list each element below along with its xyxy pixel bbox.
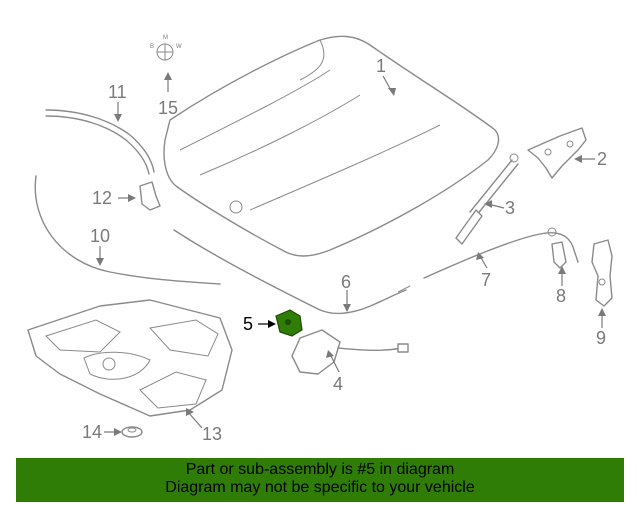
bracket-part-9[interactable] bbox=[591, 239, 613, 307]
emblem-letter-m: M bbox=[163, 35, 168, 41]
callout-7: 7 bbox=[481, 270, 491, 290]
callout-2: 2 bbox=[597, 149, 607, 169]
callout-12: 12 bbox=[92, 188, 112, 208]
callout-9: 9 bbox=[596, 328, 606, 348]
callout-arrowheads bbox=[96, 72, 606, 436]
cable-part-6[interactable] bbox=[173, 229, 411, 315]
cable-part-7[interactable] bbox=[423, 227, 579, 279]
callout-3: 3 bbox=[505, 198, 515, 218]
seal-part-10[interactable] bbox=[34, 175, 221, 285]
callout-14: 14 bbox=[82, 422, 102, 442]
bracket-part-8[interactable] bbox=[551, 241, 567, 269]
callout-8: 8 bbox=[556, 286, 566, 306]
emblem-part[interactable]: B M W bbox=[150, 35, 182, 61]
callout-5: 5 bbox=[243, 314, 253, 334]
emblem-letter-b: B bbox=[150, 44, 154, 50]
callout-4: 4 bbox=[333, 374, 343, 394]
hood-lock-part-4[interactable] bbox=[291, 329, 409, 375]
banner-line-1: Part or sub-assembly is #5 in diagram bbox=[185, 461, 455, 478]
callout-11: 11 bbox=[108, 82, 127, 102]
callout-13: 13 bbox=[202, 424, 222, 444]
callout-15: 15 bbox=[158, 98, 178, 118]
strut-part-3[interactable] bbox=[455, 153, 519, 245]
highlighted-part-5[interactable] bbox=[275, 309, 303, 337]
seal-part-11[interactable] bbox=[45, 109, 155, 175]
info-banner: Part or sub-assembly is #5 in diagram Di… bbox=[16, 458, 624, 502]
emblem-letter-w: W bbox=[176, 44, 182, 50]
insulation-part-13[interactable] bbox=[27, 299, 233, 417]
callout-6: 6 bbox=[341, 272, 351, 292]
callout-10: 10 bbox=[90, 226, 110, 246]
banner-line-2: Diagram may not be specific to your vehi… bbox=[165, 479, 475, 496]
hood-part[interactable] bbox=[163, 35, 500, 257]
callout-numbers: 1 2 3 4 5 6 7 8 9 10 11 12 13 14 15 bbox=[82, 56, 607, 444]
clip-part-14[interactable] bbox=[121, 426, 143, 438]
hinge-part-2[interactable] bbox=[527, 127, 587, 179]
callout-1: 1 bbox=[376, 56, 386, 76]
bracket-part-12[interactable] bbox=[139, 181, 161, 211]
